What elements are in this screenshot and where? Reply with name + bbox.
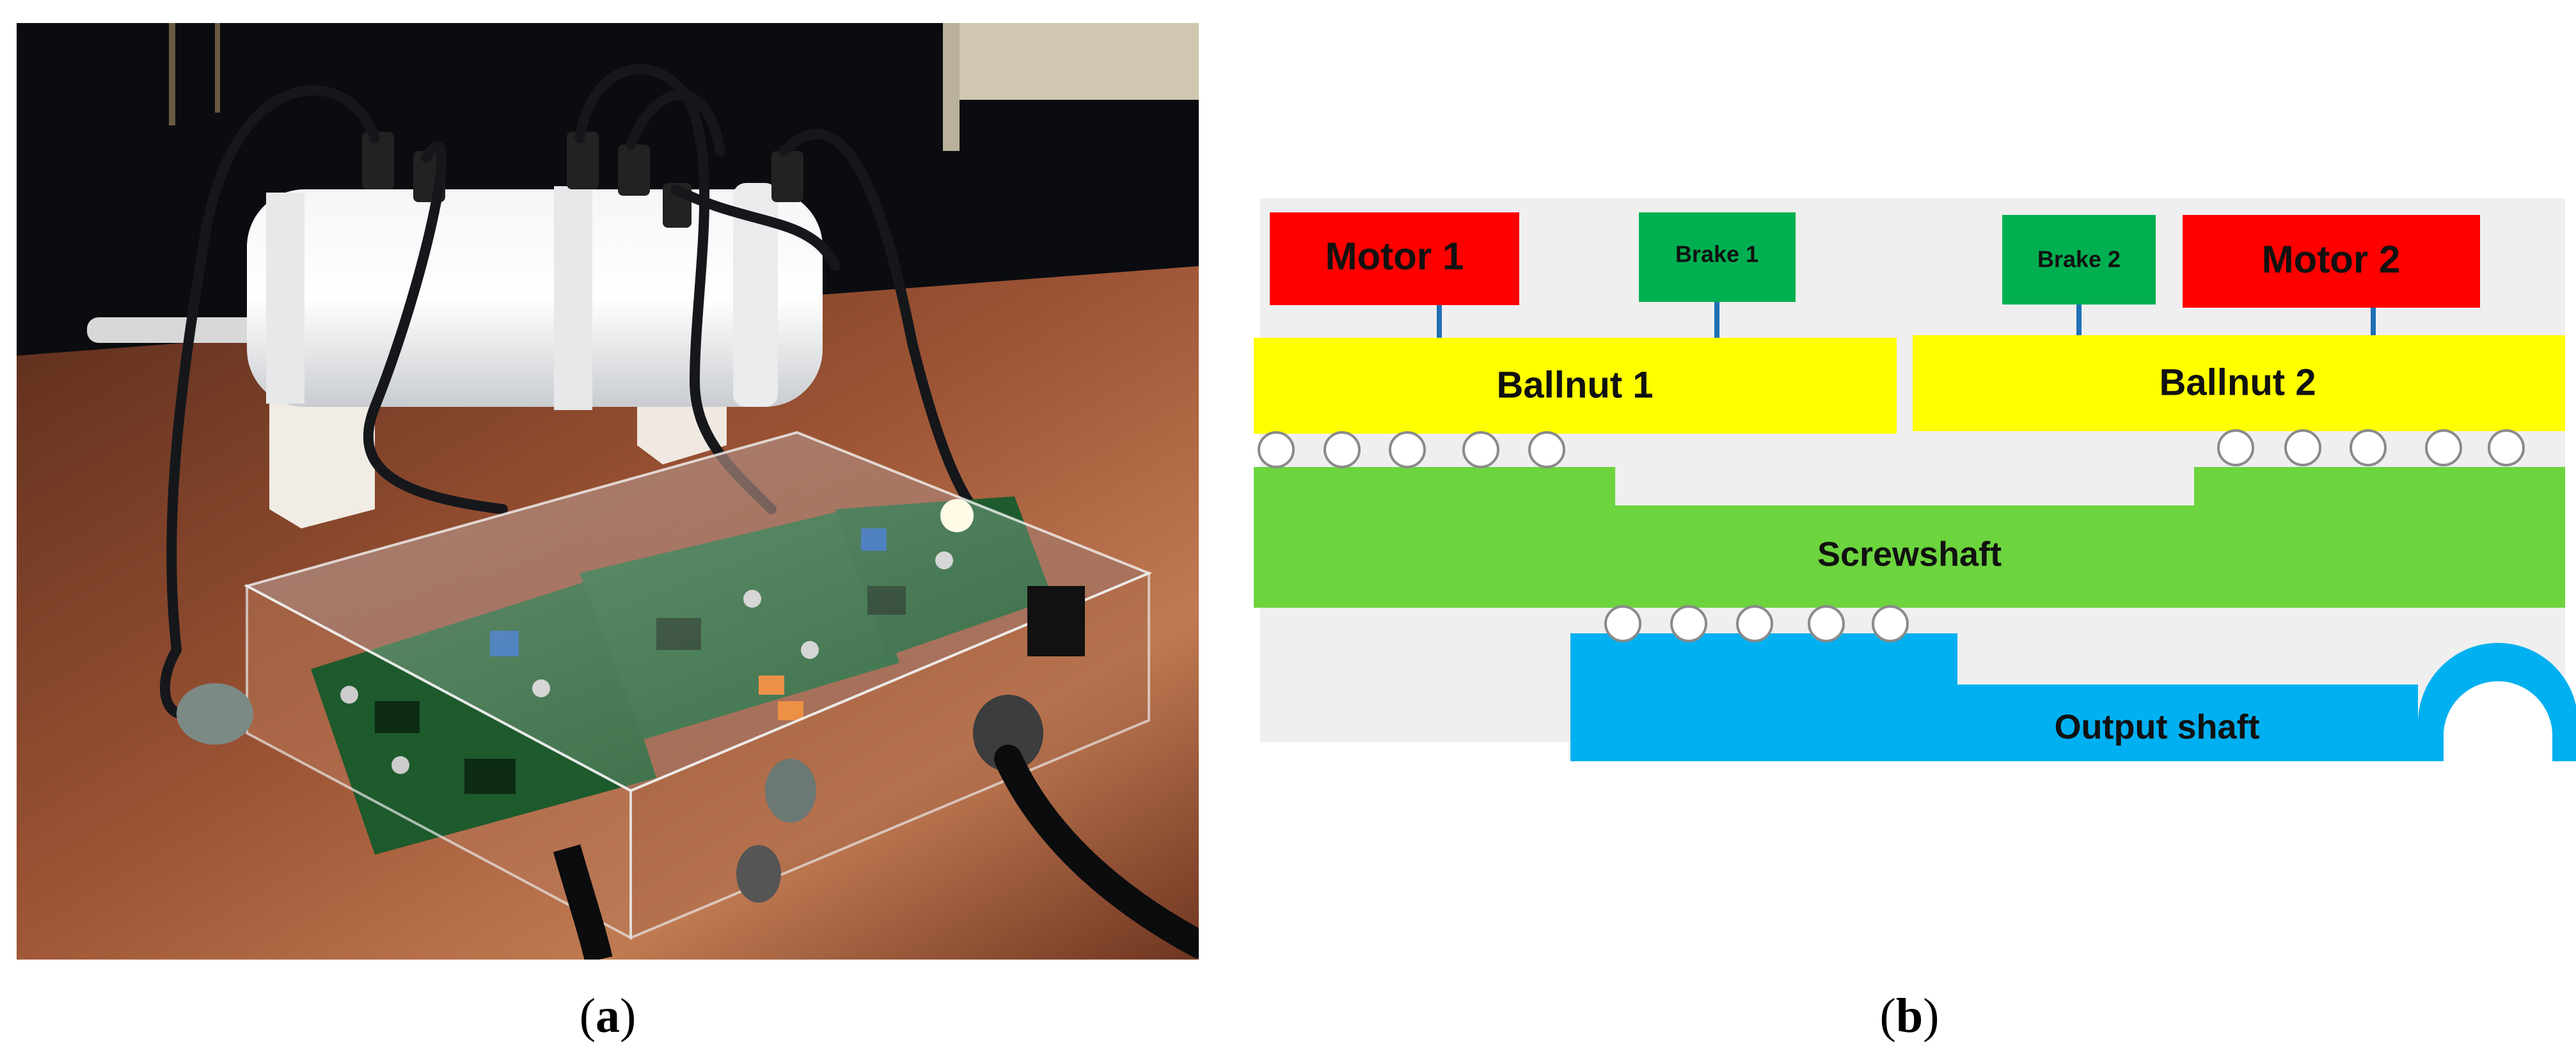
table bbox=[951, 23, 1199, 100]
motor-2-block bbox=[2183, 215, 2480, 308]
output-shaft-block bbox=[1570, 633, 2418, 761]
ball bbox=[2425, 429, 2462, 466]
ball bbox=[1736, 605, 1773, 642]
balls-output-shaft bbox=[1604, 605, 1909, 642]
screwshaft-label: Screwshaft bbox=[1817, 535, 2002, 573]
ball bbox=[1670, 605, 1707, 642]
balls-ballnut-1 bbox=[1258, 431, 1565, 468]
caption-b: (b) bbox=[1879, 989, 1940, 1043]
ballnut-1-label: Ballnut 1 bbox=[1497, 364, 1654, 406]
motor-2-label: Motor 2 bbox=[2262, 238, 2401, 281]
actuator-photo bbox=[17, 23, 1199, 960]
screwshaft-block bbox=[1254, 467, 2565, 608]
caption-a: (a) bbox=[579, 989, 636, 1043]
actuator-schematic: Motor 1 Brake 1 Brake 2 Motor 2 Ballnut … bbox=[1254, 198, 2576, 761]
ball bbox=[1324, 431, 1361, 468]
output-shaft-hook bbox=[2418, 643, 2576, 761]
ballnut-2-block bbox=[1913, 335, 2565, 431]
ball bbox=[1389, 431, 1426, 468]
brake-1-label: Brake 1 bbox=[1675, 241, 1758, 267]
ballnut-2-label: Ballnut 2 bbox=[2160, 361, 2316, 403]
ball bbox=[1872, 605, 1909, 642]
ballnut-1-block bbox=[1254, 338, 1897, 434]
ball bbox=[2488, 429, 2525, 466]
caption-b-letter: b bbox=[1895, 989, 1924, 1043]
motor-1-block bbox=[1270, 212, 1519, 305]
motor-1-label: Motor 1 bbox=[1325, 235, 1464, 278]
ball bbox=[1462, 431, 1499, 468]
brake-2-label: Brake 2 bbox=[2037, 246, 2121, 273]
brake-1-block bbox=[1639, 212, 1796, 302]
caption-a-letter: a bbox=[596, 989, 620, 1043]
brake-2-block bbox=[2002, 215, 2156, 305]
cables bbox=[159, 64, 994, 719]
balls-ballnut-2 bbox=[2217, 429, 2525, 466]
ball bbox=[1604, 605, 1641, 642]
connector-stems bbox=[1437, 302, 2376, 338]
ball bbox=[2217, 429, 2254, 466]
ball bbox=[1528, 431, 1565, 468]
output-shaft-label: Output shaft bbox=[2055, 708, 2260, 746]
ball bbox=[1808, 605, 1845, 642]
ball bbox=[2284, 429, 2321, 466]
output-shaft-pivot-hole bbox=[2444, 681, 2552, 761]
box-connectors bbox=[177, 683, 1199, 960]
ball bbox=[2350, 429, 2387, 466]
ball bbox=[1258, 431, 1295, 468]
